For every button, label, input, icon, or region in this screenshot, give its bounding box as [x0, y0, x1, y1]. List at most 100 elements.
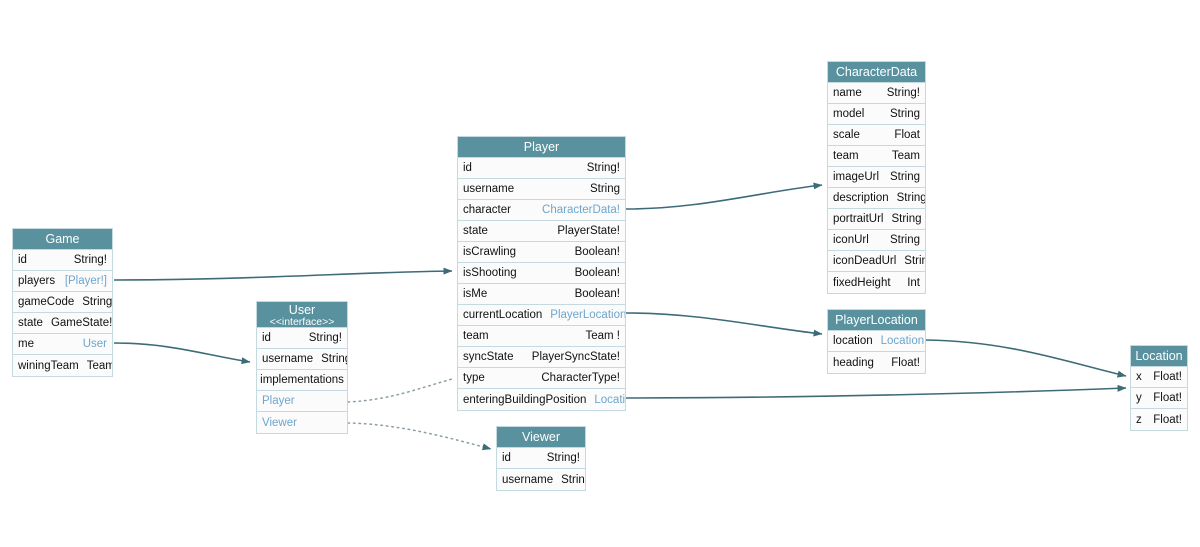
field-row[interactable]: players [Player!]: [13, 271, 112, 292]
field-row[interactable]: x Float!: [1131, 367, 1187, 388]
class-title-location: Location: [1131, 346, 1187, 367]
field-type: Boolean!: [574, 288, 620, 300]
class-title-user: User <<interface>>: [257, 302, 347, 328]
class-box-user[interactable]: User <<interface>> id String! username S…: [256, 301, 348, 434]
field-row[interactable]: state PlayerState!: [458, 221, 625, 242]
class-box-characterdata[interactable]: CharacterData name String! model String …: [827, 61, 926, 294]
class-box-player[interactable]: Player id String! username String charac…: [457, 136, 626, 411]
field-name: model: [833, 108, 865, 120]
field-row[interactable]: model String: [828, 104, 925, 125]
implementation-item-viewer[interactable]: Viewer: [257, 412, 347, 433]
field-type: String: [889, 234, 920, 246]
field-type[interactable]: CharacterData!: [542, 204, 620, 216]
field-row[interactable]: type CharacterType!: [458, 368, 625, 389]
class-title-viewer: Viewer: [497, 427, 585, 448]
field-type: String: [896, 192, 925, 204]
field-type[interactable]: Location!: [880, 335, 925, 347]
field-type[interactable]: Location: [594, 393, 625, 406]
field-row[interactable]: id String!: [257, 328, 347, 349]
field-row[interactable]: enteringBuildingPosition Location: [458, 389, 625, 410]
field-row[interactable]: id String!: [497, 448, 585, 469]
field-name: id: [262, 332, 271, 344]
field-type: CharacterType!: [541, 372, 620, 384]
field-name: z: [1136, 413, 1142, 426]
field-row[interactable]: isMe Boolean!: [458, 284, 625, 305]
field-name: y: [1136, 392, 1142, 404]
field-row[interactable]: y Float!: [1131, 388, 1187, 409]
class-name-label: User: [288, 303, 316, 317]
field-name: iconDeadUrl: [833, 255, 897, 267]
field-row[interactable]: description String: [828, 188, 925, 209]
field-type: String!: [546, 452, 580, 464]
class-box-game[interactable]: Game id String! players [Player!] gameCo…: [12, 228, 113, 377]
field-row[interactable]: team Team: [828, 146, 925, 167]
field-type: String!: [73, 254, 107, 266]
field-row[interactable]: currentLocation PlayerLocation!: [458, 305, 625, 326]
field-name: iconUrl: [833, 234, 869, 246]
field-name: state: [463, 225, 488, 237]
field-row[interactable]: me User: [13, 334, 112, 355]
field-row[interactable]: fixedHeight Int: [828, 272, 925, 293]
field-name: enteringBuildingPosition: [463, 393, 587, 406]
field-type: PlayerState!: [557, 225, 620, 237]
field-name: character: [463, 204, 511, 216]
field-type[interactable]: User: [82, 338, 107, 350]
field-row[interactable]: z Float!: [1131, 409, 1187, 430]
field-name: winingTeam: [18, 359, 79, 372]
field-type: Team: [891, 150, 920, 162]
class-box-viewer[interactable]: Viewer id String! username String: [496, 426, 586, 491]
field-name: type: [463, 372, 485, 384]
field-name: me: [18, 338, 34, 350]
field-type: String: [889, 108, 920, 120]
field-type: PlayerSyncState!: [531, 351, 620, 363]
field-name: currentLocation: [463, 309, 543, 321]
edge-player-character-to-characterdata: [625, 182, 823, 210]
field-row[interactable]: isShooting Boolean!: [458, 263, 625, 284]
field-type: Float!: [1153, 392, 1182, 404]
field-type: GameState!: [50, 317, 112, 329]
field-row[interactable]: id String!: [458, 158, 625, 179]
field-row[interactable]: isCrawling Boolean!: [458, 242, 625, 263]
edge-player-enteringbuildingposition-to-location: [625, 384, 1127, 399]
field-type: String: [561, 473, 585, 486]
field-row[interactable]: syncState PlayerSyncState!: [458, 347, 625, 368]
field-name: imageUrl: [833, 171, 880, 183]
field-row[interactable]: name String!: [828, 83, 925, 104]
field-type: Float: [894, 129, 920, 141]
field-type: String: [321, 353, 347, 365]
field-type[interactable]: [Player!]: [64, 275, 107, 287]
class-title-game: Game: [13, 229, 112, 250]
field-type: String!: [82, 296, 112, 308]
field-row[interactable]: scale Float: [828, 125, 925, 146]
class-box-location[interactable]: Location x Float! y Float! z Float!: [1130, 345, 1188, 431]
field-row[interactable]: username String: [497, 469, 585, 490]
field-name: location: [833, 335, 873, 347]
field-type: Int: [907, 276, 920, 289]
field-name: id: [502, 452, 511, 464]
field-name: isCrawling: [463, 246, 517, 258]
field-type[interactable]: PlayerLocation!: [550, 309, 625, 321]
field-row[interactable]: portraitUrl String: [828, 209, 925, 230]
field-row[interactable]: username String: [257, 349, 347, 370]
field-row[interactable]: iconDeadUrl String: [828, 251, 925, 272]
field-row[interactable]: id String!: [13, 250, 112, 271]
field-row[interactable]: gameCode String!: [13, 292, 112, 313]
field-row[interactable]: imageUrl String: [828, 167, 925, 188]
field-row[interactable]: team Team !: [458, 326, 625, 347]
field-row[interactable]: character CharacterData!: [458, 200, 625, 221]
field-row[interactable]: winingTeam Team: [13, 355, 112, 376]
field-row[interactable]: username String: [458, 179, 625, 200]
edge-user-viewer-impl: [347, 422, 492, 451]
field-type: String: [891, 213, 922, 225]
field-type: Team: [86, 359, 112, 372]
field-row[interactable]: location Location!: [828, 331, 925, 352]
field-row[interactable]: heading Float!: [828, 352, 925, 373]
field-row[interactable]: state GameState!: [13, 313, 112, 334]
field-row[interactable]: iconUrl String: [828, 230, 925, 251]
field-type: Boolean!: [574, 267, 620, 279]
field-name: syncState: [463, 351, 514, 363]
implementation-item-player[interactable]: Player: [257, 391, 347, 412]
field-name: id: [18, 254, 27, 266]
class-box-playerlocation[interactable]: PlayerLocation location Location! headin…: [827, 309, 926, 374]
